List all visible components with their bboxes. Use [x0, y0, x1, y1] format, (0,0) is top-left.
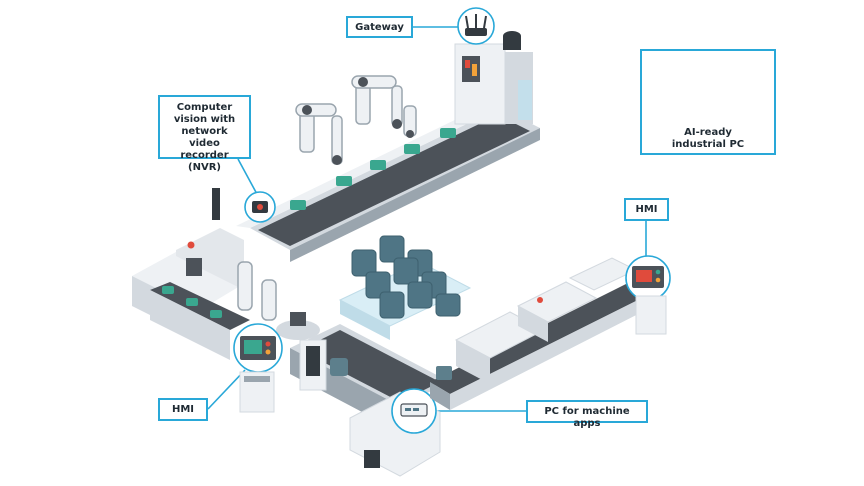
- cv-line-2: vision with: [173, 114, 236, 125]
- pc-machine-apps-label: PC for machine apps: [526, 400, 648, 429]
- gateway-router: [457, 7, 495, 45]
- cv-line-1: Computer: [176, 102, 233, 113]
- upper-conveyor: [236, 100, 540, 262]
- gateway-tower: [454, 31, 533, 125]
- left-hmi: [233, 323, 283, 413]
- robot-joints: [302, 77, 414, 165]
- ai-pc-label: AI-ready industrial PC: [640, 49, 776, 155]
- computer-vision-label: Computer vision with network video recor…: [158, 95, 251, 173]
- right-hmi: [625, 255, 671, 335]
- central-robot-arm: [237, 261, 320, 340]
- leader-lines: [207, 26, 647, 412]
- left-conveyor: [150, 282, 250, 360]
- machine-apps-pc: [391, 388, 437, 434]
- ai-pc-line-2: industrial PC: [671, 139, 745, 150]
- hmi-right-label: HMI: [624, 198, 669, 221]
- cv-line-4: recorder (NVR): [180, 150, 229, 173]
- vision-camera: [244, 191, 276, 223]
- hmi-left-text: HMI: [171, 404, 195, 415]
- package-pallet: [338, 235, 472, 340]
- right-conveyor: [430, 257, 650, 410]
- gateway-text: Gateway: [355, 22, 404, 33]
- gateway-label: Gateway: [346, 16, 413, 38]
- ai-pc-line-1: AI-ready: [684, 127, 732, 138]
- hmi-left-label: HMI: [158, 398, 208, 421]
- hmi-right-text: HMI: [635, 204, 658, 215]
- pc-machine-apps-text: PC for machine apps: [544, 406, 630, 429]
- cv-line-3: network video: [181, 126, 228, 149]
